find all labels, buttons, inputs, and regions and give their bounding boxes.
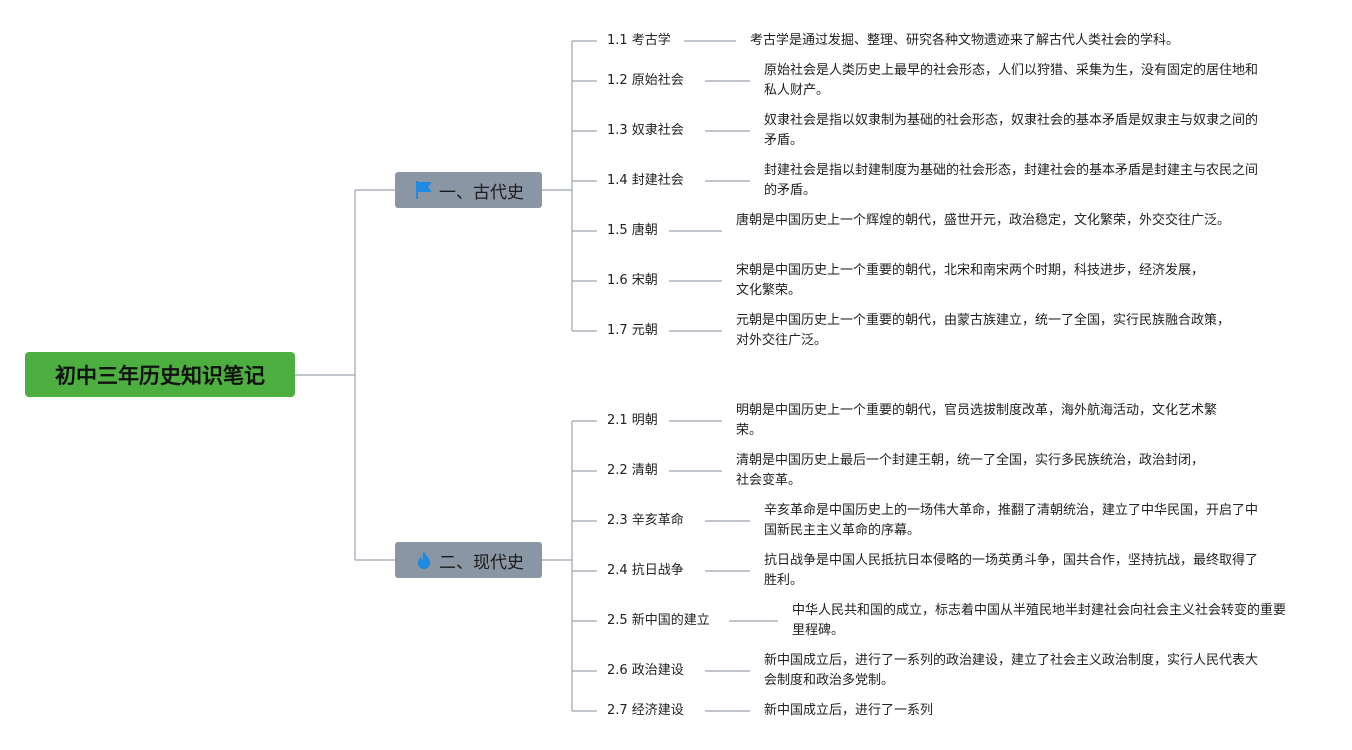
section-title: 一、古代史 [439, 182, 524, 203]
topic-label[interactable]: 1.7 元朝 [607, 323, 658, 338]
topic-label[interactable]: 2.7 经济建设 [607, 703, 684, 718]
flame-icon [413, 549, 435, 571]
topic-label[interactable]: 1.5 唐朝 [607, 223, 658, 238]
section-title: 二、现代史 [439, 552, 524, 573]
topic-label[interactable]: 1.3 奴隶社会 [607, 123, 684, 138]
topic-description: 新中国成立后，进行了一系列的政治建设，建立了社会主义政治制度，实行人民代表大会制… [764, 653, 1259, 688]
flag-icon [413, 179, 435, 201]
topic-description: 新中国成立后，进行了一系列 [764, 703, 934, 718]
section-ancient-history[interactable]: 一、古代史 [395, 172, 542, 208]
topic-label[interactable]: 2.1 明朝 [607, 413, 658, 428]
topic-label[interactable]: 2.5 新中国的建立 [607, 613, 710, 628]
section-modern-history[interactable]: 二、现代史 [395, 542, 542, 578]
root-title: 初中三年历史知识笔记 [55, 363, 265, 388]
topic-label[interactable]: 1.4 封建社会 [607, 173, 684, 188]
topic-label[interactable]: 2.3 辛亥革命 [607, 513, 684, 528]
topic-description: 元朝是中国历史上一个重要的朝代，由蒙古族建立，统一了全国，实行民族融合政策，对外… [736, 313, 1231, 348]
topic-description: 清朝是中国历史上最后一个封建王朝，统一了全国，实行多民族统治，政治封闭，社会变革… [736, 453, 1205, 488]
topic-description: 辛亥革命是中国历史上的一场伟大革命，推翻了清朝统治，建立了中华民国，开启了中国新… [764, 503, 1259, 538]
topic-description: 封建社会是指以封建制度为基础的社会形态，封建社会的基本矛盾是封建主与农民之间的矛… [764, 163, 1259, 198]
topic-description: 考古学是通过发掘、整理、研究各种文物遗迹来了解古代人类社会的学科。 [750, 33, 1180, 48]
topic-description: 宋朝是中国历史上一个重要的朝代，北宋和南宋两个时期，科技进步，经济发展，文化繁荣… [736, 263, 1205, 298]
topic-description: 中华人民共和国的成立，标志着中国从半殖民地半封建社会向社会主义社会转变的重要里程… [792, 603, 1287, 638]
topic-label[interactable]: 2.2 清朝 [607, 463, 658, 478]
topic-description: 抗日战争是中国人民抵抗日本侵略的一场英勇斗争，国共合作，坚持抗战，最终取得了胜利… [764, 553, 1259, 588]
topic-description: 原始社会是人类历史上最早的社会形态，人们以狩猎、采集为生，没有固定的居住地和私人… [764, 63, 1259, 98]
topic-label[interactable]: 1.1 考古学 [607, 33, 671, 48]
topic-label[interactable]: 1.2 原始社会 [607, 73, 684, 88]
topic-label[interactable]: 2.4 抗日战争 [607, 563, 684, 578]
topic-label[interactable]: 1.6 宋朝 [607, 273, 658, 288]
topic-description: 奴隶社会是指以奴隶制为基础的社会形态，奴隶社会的基本矛盾是奴隶主与奴隶之间的矛盾… [764, 113, 1259, 148]
topic-description: 唐朝是中国历史上一个辉煌的朝代，盛世开元，政治稳定，文化繁荣，外交交往广泛。 [736, 213, 1231, 228]
topic-label[interactable]: 2.6 政治建设 [607, 663, 684, 678]
root-node[interactable]: 初中三年历史知识笔记 [25, 352, 295, 397]
topic-description: 明朝是中国历史上一个重要的朝代，官员选拔制度改革，海外航海活动，文化艺术繁荣。 [736, 403, 1218, 438]
